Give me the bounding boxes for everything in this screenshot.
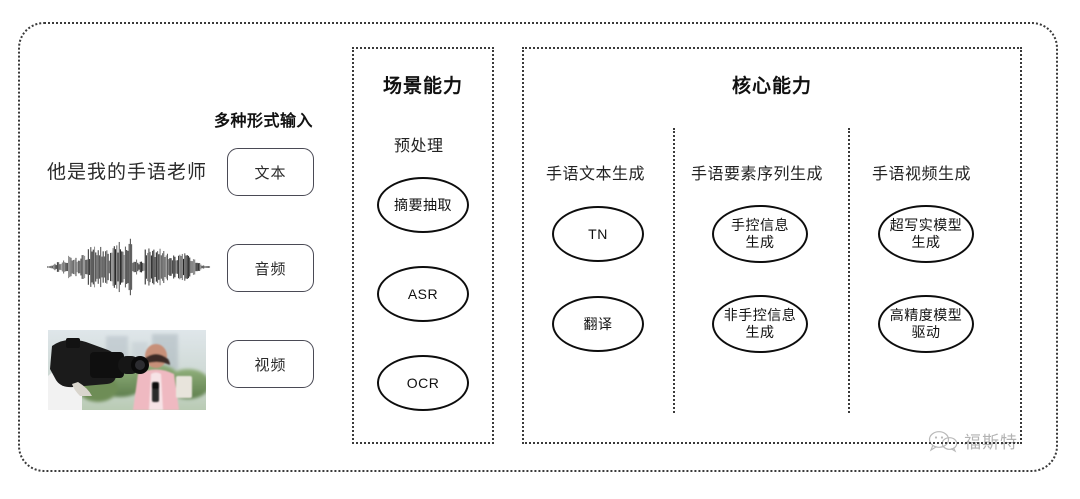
core-column-divider-2 xyxy=(848,128,850,413)
core-column-divider-1 xyxy=(673,128,675,413)
watermark-text: 福斯特 xyxy=(964,433,1018,452)
core-node-highprecision-model-drive[interactable]: 高精度模型驱动 xyxy=(878,295,974,353)
waveform-icon xyxy=(47,238,211,296)
wechat-icon xyxy=(928,430,958,452)
core-group-header-sign-video: 手语视频生成 xyxy=(872,166,972,183)
core-node-manual-info-generation[interactable]: 手控信息生成 xyxy=(712,205,808,263)
scene-capability-panel: 场景能力 xyxy=(352,47,494,444)
core-group-header-sign-element-seq: 手语要素序列生成 xyxy=(691,166,824,183)
core-capability-panel: 核心能力 xyxy=(522,47,1022,444)
scene-node-ocr[interactable]: OCR xyxy=(377,355,469,411)
core-node-translation[interactable]: 翻译 xyxy=(552,296,644,352)
core-node-nonmanual-info-generation[interactable]: 非手控信息生成 xyxy=(712,295,808,353)
scene-node-summary-extraction[interactable]: 摘要抽取 xyxy=(377,177,469,233)
core-node-hyperreal-model-generation[interactable]: 超写实模型生成 xyxy=(878,205,974,263)
core-panel-title: 核心能力 xyxy=(731,76,812,97)
modality-box-audio[interactable]: 音频 xyxy=(227,244,314,292)
sample-sentence-text: 他是我的手语老师 xyxy=(47,162,208,183)
scene-node-asr[interactable]: ASR xyxy=(377,266,469,322)
modality-box-text[interactable]: 文本 xyxy=(227,148,314,196)
watermark: 福斯特 xyxy=(928,428,1018,453)
multi-input-heading: 多种形式输入 xyxy=(214,113,314,130)
scene-group-header-preprocess: 预处理 xyxy=(394,138,444,155)
outer-frame xyxy=(18,22,1058,472)
modality-box-video[interactable]: 视频 xyxy=(227,340,314,388)
core-node-tn[interactable]: TN xyxy=(552,206,644,262)
scene-panel-title: 场景能力 xyxy=(382,76,463,97)
core-group-header-sign-text: 手语文本生成 xyxy=(546,166,646,183)
video-thumbnail-icon xyxy=(48,330,206,410)
